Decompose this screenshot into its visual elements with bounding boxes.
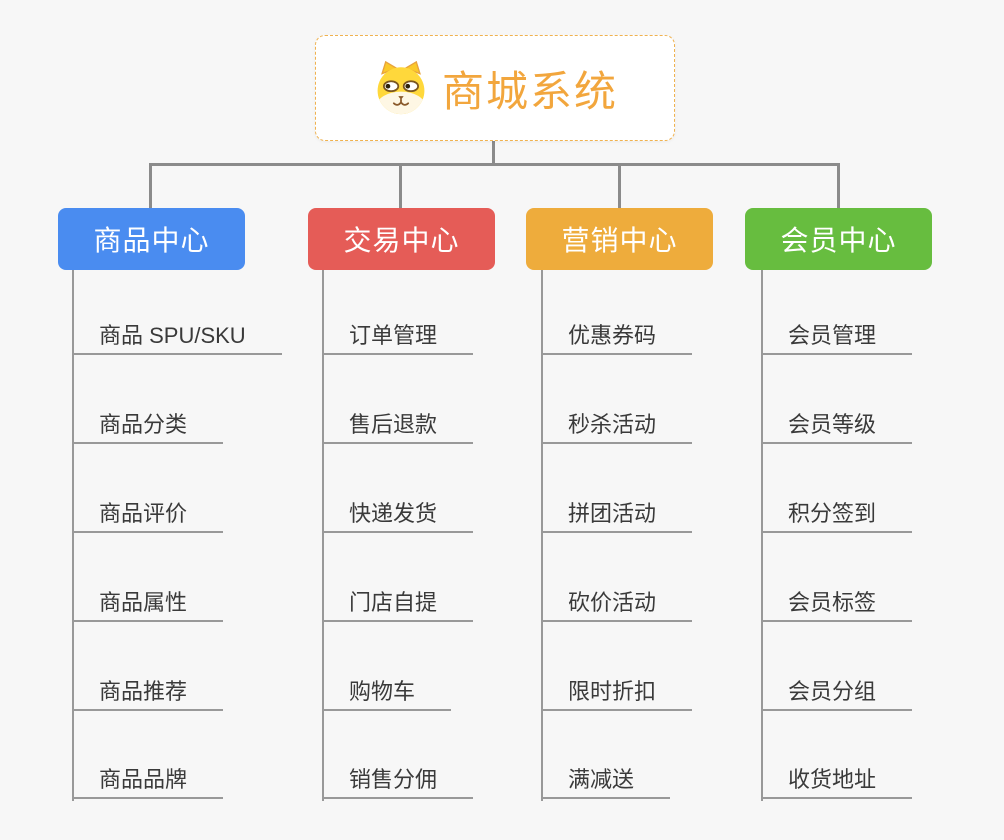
branch-label: 交易中心 xyxy=(343,225,460,256)
connector-trunk-member xyxy=(761,270,763,801)
leaf-node[interactable]: 商品评价 xyxy=(72,499,224,533)
branch-node-trade-center[interactable]: 交易中心 xyxy=(308,208,495,270)
connector-drop-member xyxy=(837,163,840,208)
root-title: 商城系统 xyxy=(441,67,618,115)
leaf-node[interactable]: 销售分佣 xyxy=(322,765,474,799)
leaf-node[interactable]: 门店自提 xyxy=(322,588,474,622)
leaf-node[interactable]: 快递发货 xyxy=(322,499,474,533)
leaf-node[interactable]: 限时折扣 xyxy=(541,677,693,711)
leaf-node[interactable]: 砍价活动 xyxy=(541,588,693,622)
leaf-node[interactable]: 会员标签 xyxy=(761,588,913,622)
leaf-node[interactable]: 会员分组 xyxy=(761,677,913,711)
leaf-node[interactable]: 拼团活动 xyxy=(541,499,693,533)
connector-drop-marketing xyxy=(618,163,621,208)
connector-root-stem xyxy=(492,141,495,164)
leaf-node[interactable]: 售后退款 xyxy=(322,410,474,444)
leaf-node[interactable]: 收货地址 xyxy=(761,765,913,799)
leaf-node[interactable]: 商品分类 xyxy=(72,410,224,444)
dog-face-icon xyxy=(377,61,425,115)
connector-drop-trade xyxy=(399,163,402,208)
leaf-node[interactable]: 积分签到 xyxy=(761,499,913,533)
leaf-node[interactable]: 订单管理 xyxy=(322,321,474,355)
root-node-mall-system[interactable]: 商城系统 xyxy=(315,35,675,141)
connector-trunk-marketing xyxy=(541,270,543,801)
branch-label: 营销中心 xyxy=(561,225,678,256)
branch-node-member-center[interactable]: 会员中心 xyxy=(745,208,932,270)
connector-trunk-product xyxy=(72,270,74,801)
leaf-node[interactable]: 会员等级 xyxy=(761,410,913,444)
leaf-node[interactable]: 会员管理 xyxy=(761,321,913,355)
leaf-node[interactable]: 满减送 xyxy=(541,765,671,799)
connector-drop-product xyxy=(149,163,152,208)
connector-trunk-trade xyxy=(322,270,324,801)
leaf-node[interactable]: 优惠券码 xyxy=(541,321,693,355)
branch-node-product-center[interactable]: 商品中心 xyxy=(58,208,245,270)
connector-spine xyxy=(149,163,840,166)
branch-label: 会员中心 xyxy=(780,225,897,256)
leaf-node[interactable]: 商品 SPU/SKU xyxy=(72,321,282,355)
branch-label: 商品中心 xyxy=(93,225,210,256)
branch-node-marketing-center[interactable]: 营销中心 xyxy=(526,208,713,270)
leaf-node[interactable]: 商品品牌 xyxy=(72,765,224,799)
leaf-node[interactable]: 购物车 xyxy=(322,677,452,711)
leaf-node[interactable]: 商品推荐 xyxy=(72,677,224,711)
leaf-node[interactable]: 秒杀活动 xyxy=(541,410,693,444)
leaf-node[interactable]: 商品属性 xyxy=(72,588,224,622)
